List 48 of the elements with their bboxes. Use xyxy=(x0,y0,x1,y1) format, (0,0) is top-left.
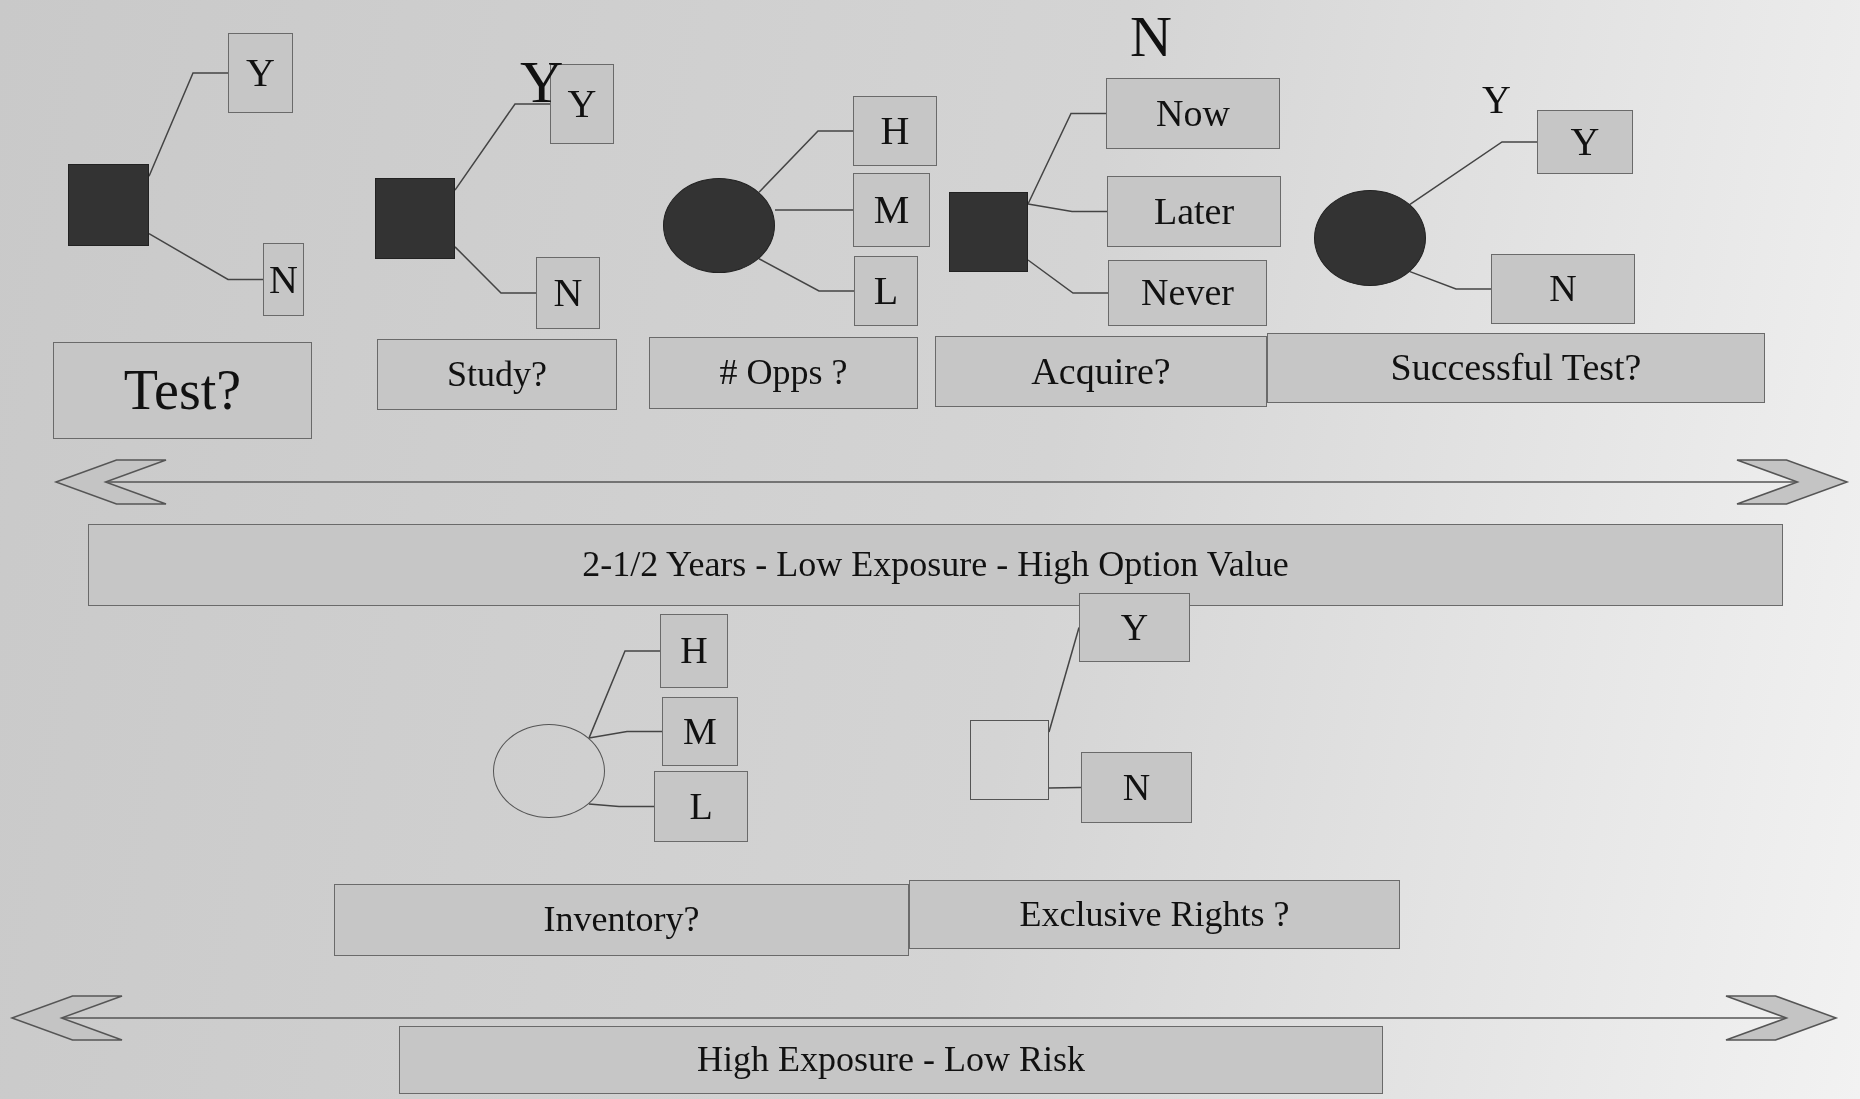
outcome-box: N xyxy=(263,243,304,316)
outcome-box: 2-1/2 Years - Low Exposure - High Option Value xyxy=(88,524,1783,606)
branch-line xyxy=(758,258,855,292)
outcome-box: High Exposure - Low Risk xyxy=(399,1026,1383,1094)
branch-line xyxy=(1048,786,1082,789)
outcome-box: H xyxy=(853,96,937,166)
branch-line xyxy=(1409,270,1492,290)
branch-line xyxy=(774,209,854,211)
outcome-box: # Opps ? xyxy=(649,337,918,409)
outcome-box: N xyxy=(1081,752,1192,823)
decision-node-outline xyxy=(970,720,1049,800)
branch-line xyxy=(1409,141,1538,206)
outcome-box: Test? xyxy=(53,342,312,439)
outcome-box: Later xyxy=(1107,176,1281,247)
outcome-box: Acquire? xyxy=(935,336,1267,407)
outcome-box: Y xyxy=(1079,593,1190,662)
outcome-box: H xyxy=(660,614,728,688)
outcome-box: Successful Test? xyxy=(1267,333,1765,403)
outcome-box: Y xyxy=(1537,110,1633,174)
branch-line xyxy=(1027,203,1108,213)
branch-line xyxy=(454,246,537,294)
branch-line xyxy=(148,72,229,178)
branch-line xyxy=(148,232,264,281)
outcome-box: Exclusive Rights ? xyxy=(909,880,1400,949)
branch-line xyxy=(588,730,663,739)
decision-node-square xyxy=(68,164,149,246)
outcome-box: Y xyxy=(228,33,293,113)
branch-line xyxy=(588,650,661,739)
outcome-box: L xyxy=(654,771,748,842)
stray-label: N xyxy=(1130,8,1172,66)
outcome-box: Never xyxy=(1108,260,1267,326)
branch-line xyxy=(1048,626,1080,733)
branch-line xyxy=(1027,112,1107,205)
outcome-box: M xyxy=(662,697,738,766)
decision-node-square xyxy=(949,192,1028,272)
outcome-box: N xyxy=(1491,254,1635,324)
outcome-box: Now xyxy=(1106,78,1280,149)
outcome-box: L xyxy=(854,256,918,326)
outcome-box: N xyxy=(536,257,600,329)
branch-line xyxy=(1027,259,1109,294)
outcome-box: Inventory? xyxy=(334,884,909,956)
branch-line xyxy=(454,103,551,191)
outcome-box: Study? xyxy=(377,339,617,410)
branch-line xyxy=(758,130,854,193)
decision-node-square xyxy=(375,178,455,259)
stray-label: Y xyxy=(1482,80,1511,120)
outcome-box: M xyxy=(853,173,930,247)
branch-line xyxy=(588,803,655,808)
